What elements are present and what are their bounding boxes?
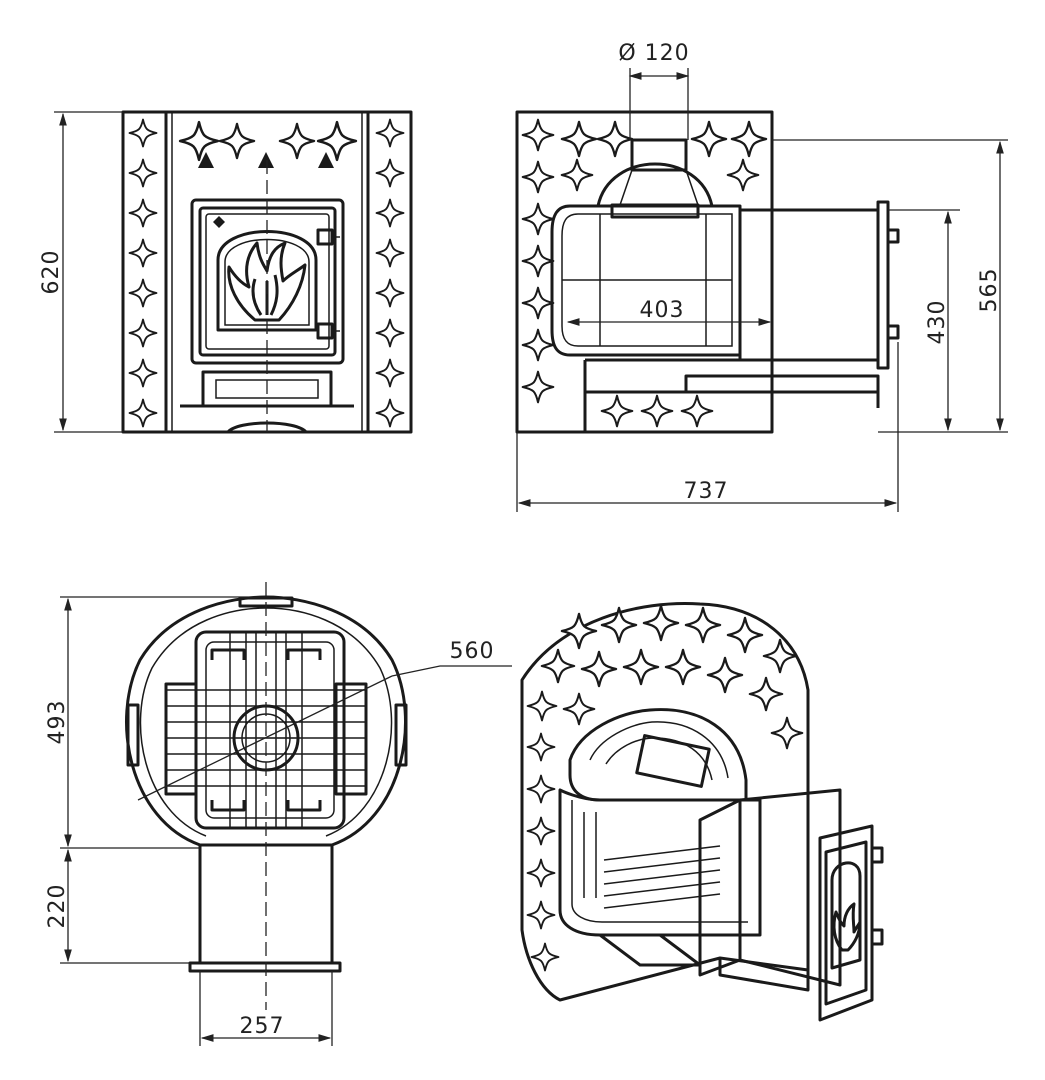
front-view: 620 — [39, 110, 413, 434]
front-right-star-column — [375, 118, 405, 428]
dim-total-depth: 737 — [684, 479, 729, 504]
isometric-cutaway — [520, 602, 884, 1022]
dim-circle-diameter: 560 — [450, 639, 495, 664]
stone-arch — [568, 708, 748, 802]
dim-side-height: 565 — [977, 268, 1002, 313]
dim-top-depth: 493 — [45, 700, 70, 745]
side-view: 403 Ø 120 430 565 737 — [515, 41, 1008, 512]
dim-firebox-width: 403 — [640, 298, 685, 323]
dim-firebox-height: 430 — [925, 300, 950, 345]
fire-tunnel — [738, 208, 880, 362]
casing-outline — [520, 602, 810, 1002]
front-left-star-column — [128, 118, 158, 428]
firebox-iso — [558, 788, 762, 937]
stone-grate — [194, 630, 346, 830]
dim-flue-diameter: Ø 120 — [618, 41, 689, 66]
door-frame-iso — [818, 824, 874, 1022]
grate-bars-iso — [603, 845, 721, 909]
dim-tunnel-length: 220 — [45, 884, 70, 929]
dim-front-height: 620 — [39, 250, 64, 295]
top-view: 560 493 220 257 — [45, 582, 512, 1046]
side-outline — [515, 110, 774, 434]
flame-icon-iso — [832, 902, 862, 952]
dim-tunnel-width: 257 — [240, 1014, 285, 1039]
stone-chamber — [596, 162, 714, 208]
firebox-side — [550, 204, 742, 357]
